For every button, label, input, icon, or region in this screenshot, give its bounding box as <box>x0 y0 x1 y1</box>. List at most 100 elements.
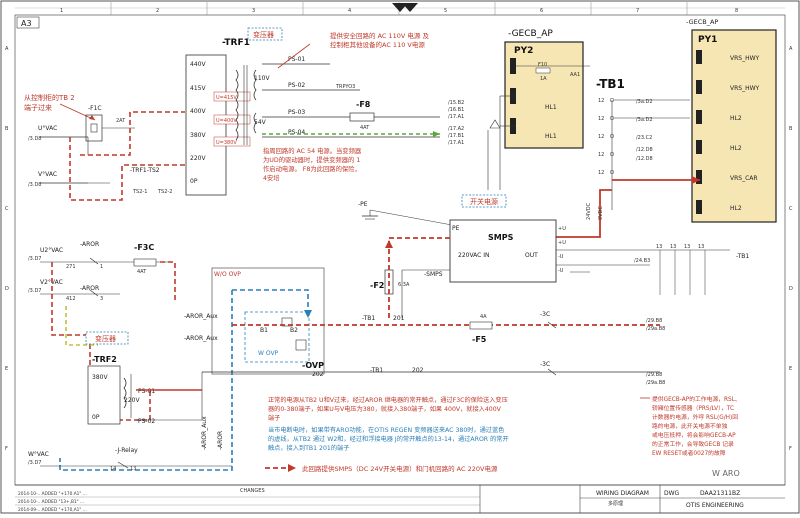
col-6: 6 <box>540 8 543 14</box>
tb1-ref-2: /3a.D2 <box>636 117 653 123</box>
tb1-term-2: 12 <box>598 116 604 122</box>
overlay-u415: U=415V <box>216 95 237 101</box>
ps04-ref-2: /17.B1 <box>448 133 464 139</box>
smps-0vdc: 0VDC <box>598 206 604 220</box>
f8-label: -F8 <box>356 100 371 109</box>
ovp-label: -OVP <box>302 361 324 370</box>
rev-row-1: 2014-10-.. ADDED "+170.A1" ... <box>18 491 87 497</box>
title-block: CHANGES 2014-10-.. ADDED "+170.A1" ... 2… <box>15 484 785 513</box>
w-vac-ref: /3.D7 <box>28 460 42 466</box>
trf1-tap-380: 380V <box>190 132 206 139</box>
sheet-id: A3 <box>21 19 32 28</box>
ovp-b2: B2 <box>290 327 298 334</box>
tb1-right-n4: 13 <box>698 244 704 250</box>
trf2-badge <box>85 331 129 345</box>
rev-row-2: 2014-10-.. ADDED "13+,B1" ... <box>18 499 84 505</box>
trf1-label: -TRF1 <box>222 38 250 48</box>
col-4: 4 <box>348 8 351 14</box>
j-relay-label: -J-Relay <box>115 447 138 454</box>
ps04-label: PS-04 <box>288 129 305 136</box>
py1-item-4: HL2 <box>730 145 742 152</box>
trf1-tap-0p: 0P <box>190 178 198 185</box>
f5-fuse <box>469 321 493 330</box>
py1-item-1: VRS_HWY <box>730 55 760 62</box>
smps-output: OUT <box>525 252 538 259</box>
changes-label: CHANGES <box>240 488 265 494</box>
note-right-1: 提供GECB-AP的工作电源，RSL、 <box>652 395 741 403</box>
trf1-tap-block <box>185 54 227 196</box>
ovp-b1: B1 <box>260 327 268 334</box>
w-vac-label: W°VAC <box>28 451 49 458</box>
company-name: OTIS ENGINEERING <box>686 502 744 509</box>
tb1-terminals: 12 12 12 12 12 /3a.D2 /3a.D2 /23.C2 /12.… <box>598 97 653 176</box>
trf2-ps02: PS-02 <box>138 418 155 425</box>
f1c-label: -F1C <box>88 105 102 112</box>
ps03-ref-2: /16.B1 <box>448 107 464 113</box>
u2-vac-ref: /3.D7 <box>28 256 42 262</box>
top-note-2: 控制柜其他设备的AC 110 V电源 <box>330 40 425 49</box>
trf1-tap-415: 415V <box>190 85 206 92</box>
trf2-label: -TRF2 <box>92 355 117 364</box>
smps-title: SMPS <box>488 233 514 242</box>
trf2-220: 220V <box>124 397 140 404</box>
note-right-6: 的正常工作，会导致GECB 记录 <box>652 440 734 448</box>
trf1-tap-400: 400V <box>190 108 206 115</box>
ps01-label: PS-01 <box>288 56 305 63</box>
notes-red: 正常的电源从TB2 U和V过来，经过AROR 继电器的常开触点，通过F3C的保险… <box>268 396 508 422</box>
aror-label-2: -AROR <box>80 285 99 292</box>
tb1-ref-3: /23.C2 <box>636 135 652 141</box>
py2-hl1-a: HL1 <box>545 104 557 111</box>
note-red-2: 器的0-380端子，如果U与V电压为380，就接入380端子，如果 400V，就… <box>268 405 502 413</box>
smps-plus-2: +U <box>558 240 566 246</box>
ps03-ref-1: /15.B2 <box>448 100 464 106</box>
j-relay-pin-14: 14 <box>110 466 116 472</box>
aror-aux-vertical: -AROR_Aux <box>201 416 208 450</box>
pe-ground-label: -PE <box>358 201 368 208</box>
gecb-py1-block <box>691 29 777 223</box>
left-note-arrow <box>59 103 96 121</box>
col-3: 3 <box>252 8 255 14</box>
note-blue-3: 触点，接入到TB1 201的端子 <box>268 444 349 452</box>
mid-note-1: 指周回路的 AC 54 电源。当变频器 <box>263 146 362 155</box>
mid-note-3: 作启动电源。 F8为此回路的保险， <box>263 164 361 173</box>
smps-minus-1: -U <box>558 254 564 260</box>
row-f-right: F <box>789 446 792 452</box>
trf1-badge <box>247 27 283 41</box>
trf2-tap-block <box>87 365 121 425</box>
smps-out-ref: /24.B3 <box>634 258 650 264</box>
f2-label: -F2 <box>370 281 384 290</box>
aror-pin-412: 412 <box>66 296 76 302</box>
rev-row-3: 2014-09-.. ADDED "+170,A1" ... <box>18 507 87 513</box>
note-right-2: 轿厢位置传感器（PRS/LV），TC <box>652 404 734 412</box>
row-a-left: A <box>5 46 9 52</box>
tb1-term-3: 12 <box>598 134 604 140</box>
aror-pin-271: 271 <box>66 264 76 270</box>
col-1: 1 <box>60 8 63 14</box>
trpyo3-label: TRPYO3 <box>335 84 355 90</box>
tb1-right-label: -TB1 <box>736 253 749 260</box>
row-e-left: E <box>5 366 8 372</box>
tb1-ref-4: /12.D8 <box>636 147 653 153</box>
trf1-tap-220: 220V <box>190 155 206 162</box>
col-5: 5 <box>444 8 447 14</box>
dwg-label: DWG <box>664 490 680 497</box>
row-c-right: C <box>789 206 793 212</box>
left-source-note-2: 端子过来 <box>24 103 52 112</box>
f5-rating: 4A <box>480 314 487 320</box>
v2-vac-ref: /3.D7 <box>28 288 42 294</box>
ac-ref-4: /29a.B8 <box>646 380 665 386</box>
contactor-3c-2: -3C <box>540 361 550 368</box>
note-right-5: 或电压抵押，将会影响GECB-AP <box>652 431 736 439</box>
notes-blue: 当市电断电时，如果带有ARO功能，在OTIS REGEN 变频器送来AC 380… <box>268 426 509 452</box>
trf1-secondary-coil-54 <box>253 112 257 134</box>
note-blue-2: 的虚线，从TB2 通过 W2和，经过和浮接电器 J的常开触点的13-14，通过A… <box>268 435 509 443</box>
red-input-path-2 <box>80 111 185 156</box>
row-d-left: D <box>5 286 9 292</box>
mid-note-2: 为UD的驱动器时，提供变频器的 1 <box>263 155 360 164</box>
top-note-1: 提供安全回路的 AC 110V 电源 及 <box>330 31 429 40</box>
col-8: 8 <box>735 8 738 14</box>
aa1-label: AA1 <box>570 72 580 78</box>
ac-ref-2: /29a.B8 <box>646 326 665 332</box>
